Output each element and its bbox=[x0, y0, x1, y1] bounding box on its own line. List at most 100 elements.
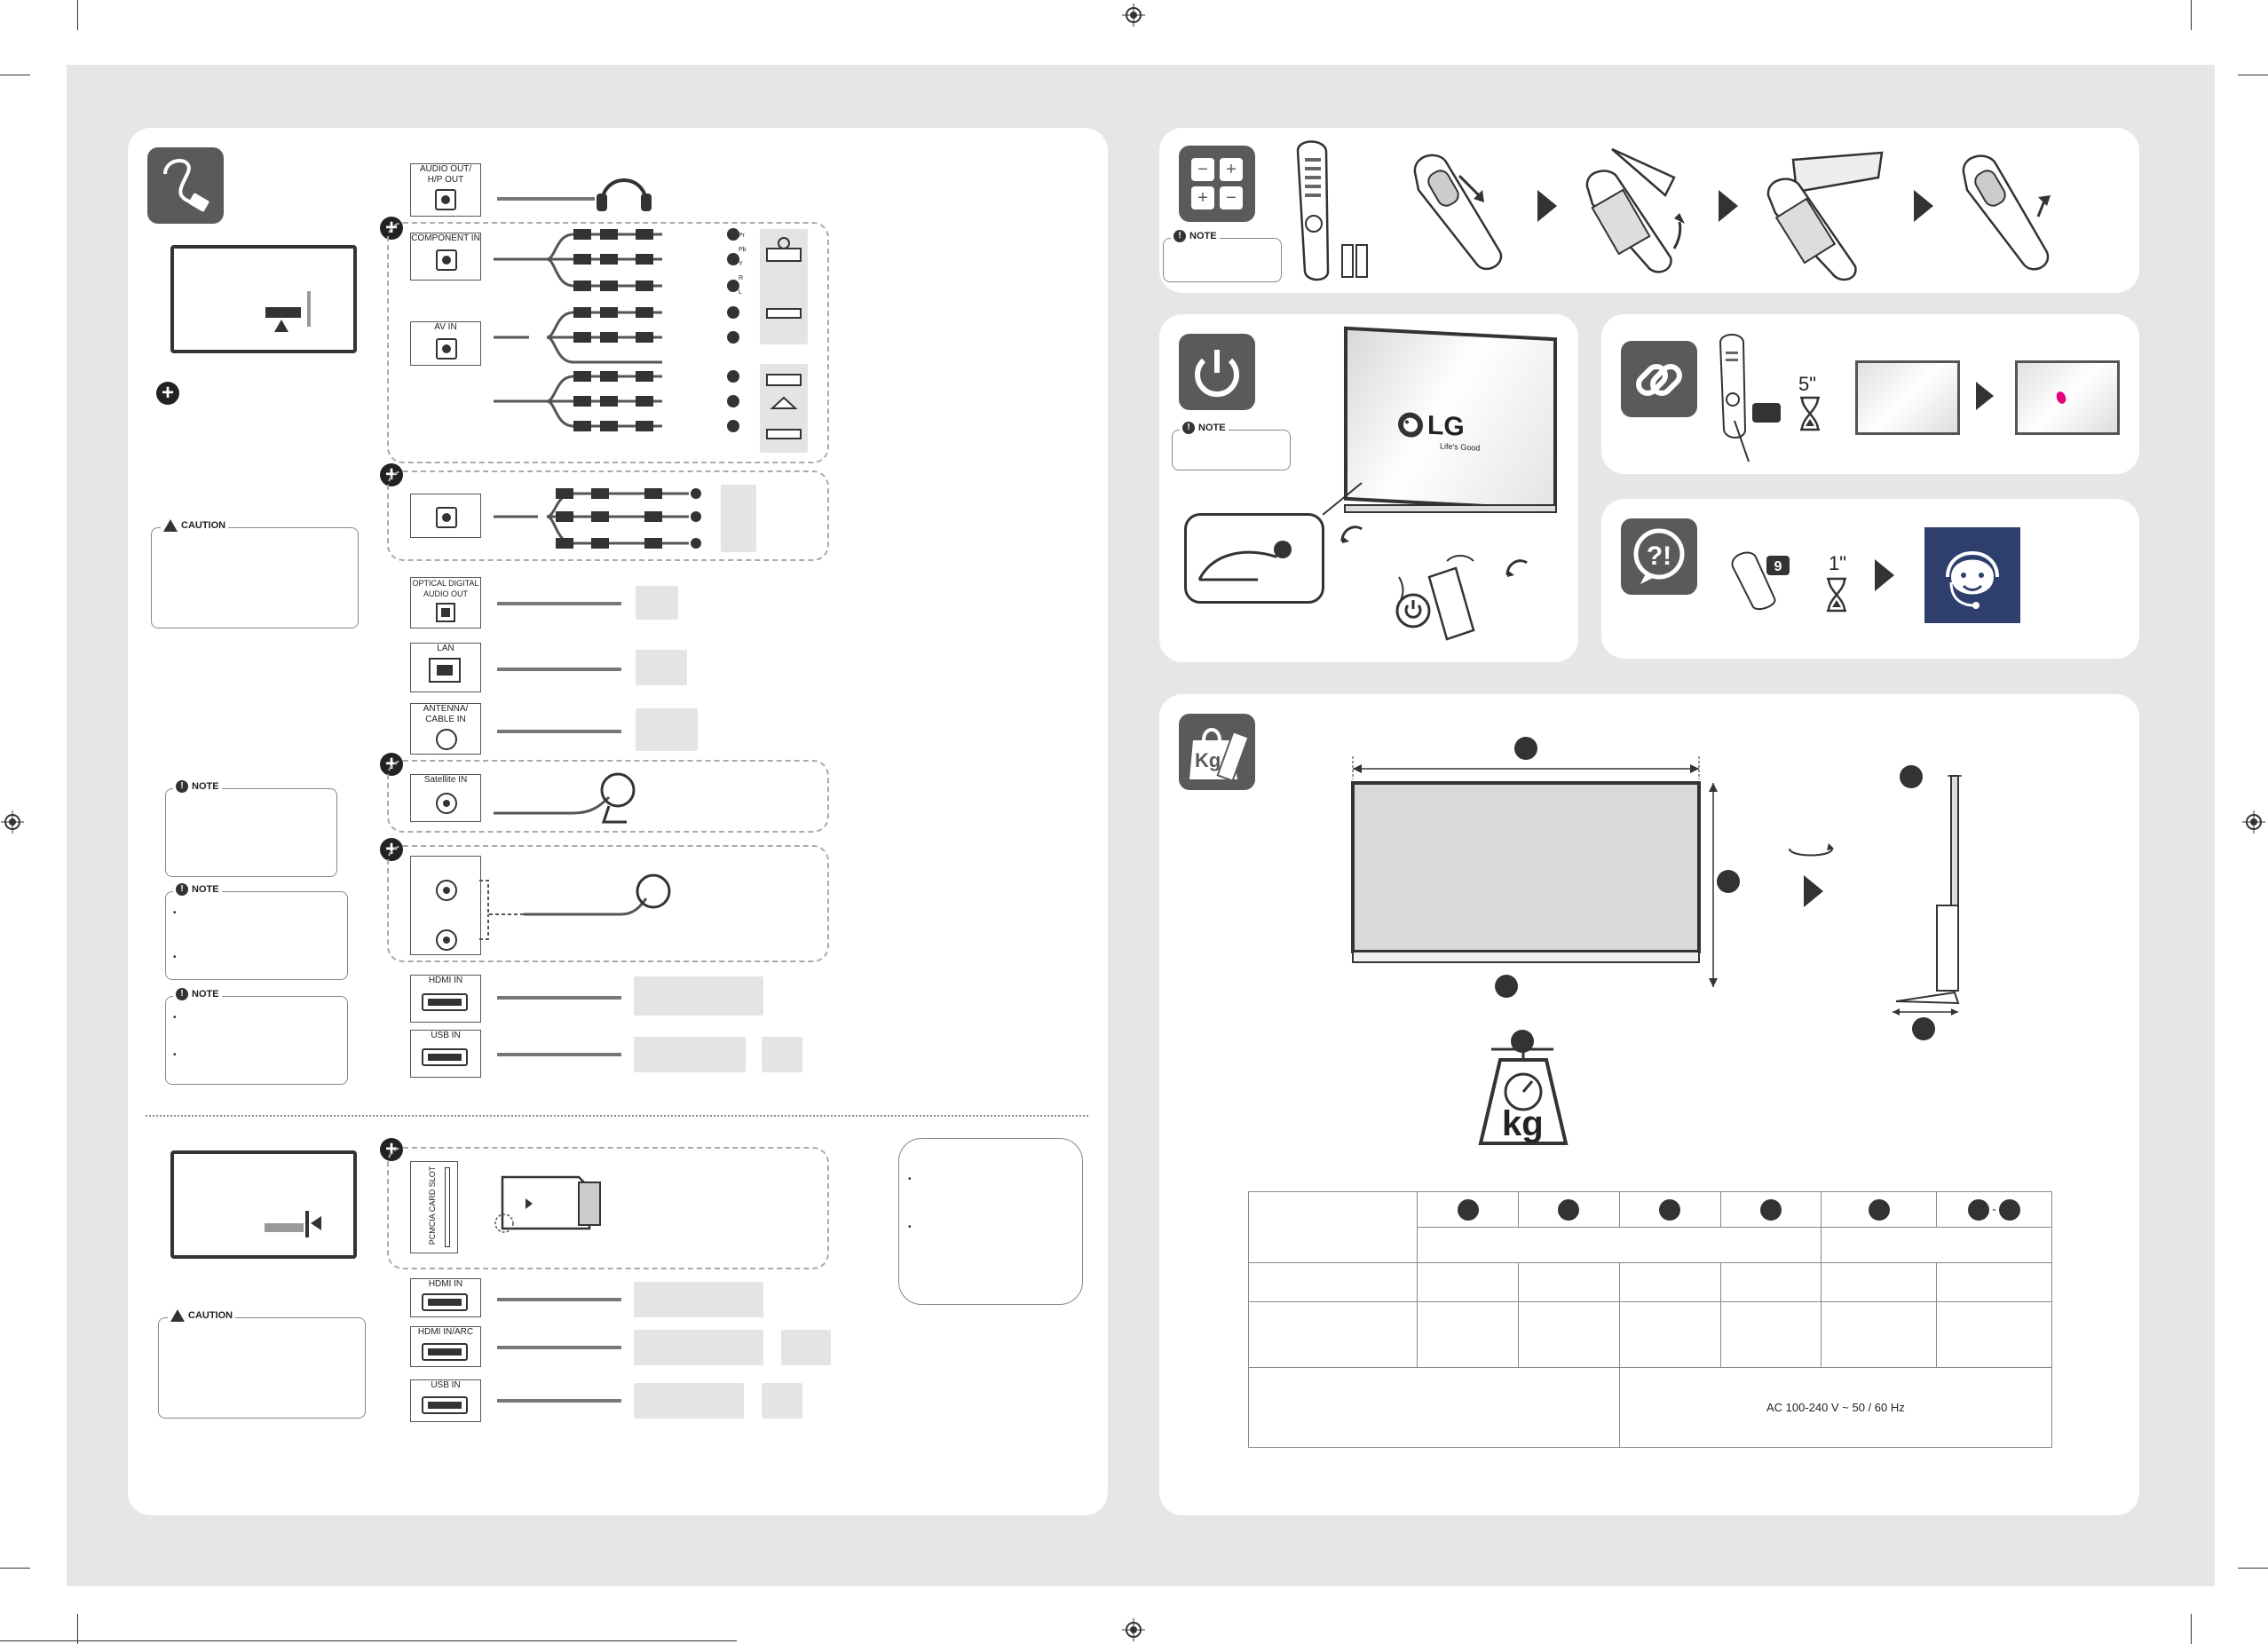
remote-power-icon bbox=[1395, 555, 1475, 641]
hdmi-cable bbox=[497, 996, 621, 1000]
dimension-badge-e bbox=[1912, 1017, 1935, 1040]
arrow-right-icon bbox=[1719, 190, 1738, 222]
registration-mark bbox=[1122, 1618, 1145, 1641]
usb-devices bbox=[634, 1037, 746, 1072]
magic-remote-icon bbox=[1296, 140, 1368, 281]
callout-line bbox=[1323, 482, 1363, 516]
jack-labels: Pr Pb Y R L bbox=[739, 233, 747, 296]
headphone-cable bbox=[497, 197, 595, 201]
crop-mark bbox=[77, 0, 78, 30]
dimension-badge-d bbox=[1900, 765, 1923, 788]
hourglass-icon bbox=[1800, 396, 1820, 431]
remote-pairing-icon bbox=[1719, 334, 1781, 462]
bullet: • bbox=[173, 1050, 177, 1060]
pcmcia-slot: PCMCIA CARD SLOT bbox=[410, 1161, 458, 1253]
plus-icon: + bbox=[156, 382, 179, 405]
registration-mark bbox=[1122, 4, 1145, 27]
usb-in-port: USB IN bbox=[410, 1030, 481, 1078]
satellite-port: Satellite IN bbox=[410, 774, 481, 822]
ci-module-icon bbox=[494, 1175, 601, 1233]
antenna-cable bbox=[497, 730, 621, 733]
crop-mark bbox=[2191, 1614, 2192, 1644]
rca-cable-diagram bbox=[494, 228, 739, 432]
crop-mark bbox=[77, 1614, 78, 1644]
weight-scale-icon bbox=[1478, 1047, 1569, 1145]
satellite-dish-icon bbox=[479, 873, 671, 940]
note-heading: !NOTE bbox=[1171, 230, 1220, 242]
hourglass-icon bbox=[1827, 577, 1846, 613]
crop-line bbox=[0, 1640, 737, 1641]
cable-icon bbox=[147, 147, 224, 224]
usb-stick-icon bbox=[762, 1037, 802, 1072]
av-device-group bbox=[760, 364, 808, 453]
note-box: !NOTE bbox=[1172, 422, 1291, 470]
wait-1-label: 1" bbox=[1829, 552, 1847, 574]
arrow-up-icon bbox=[274, 320, 288, 332]
note-box: !NOTE bbox=[1163, 230, 1282, 282]
tv-before-icon bbox=[1855, 360, 1960, 435]
note-heading: !NOTE bbox=[1180, 422, 1229, 434]
note-box: !NOTE bbox=[165, 780, 337, 877]
svg-text:+: + bbox=[1226, 160, 1237, 179]
help-icon: ?! bbox=[1621, 518, 1697, 595]
hdmi-in-port: HDMI IN bbox=[410, 975, 481, 1023]
tv-front-dimensions bbox=[1351, 756, 1718, 987]
power-button-closeup bbox=[1184, 513, 1324, 604]
hdmi-devices bbox=[634, 1282, 763, 1317]
caution-box: CAUTION bbox=[151, 519, 359, 628]
weight-bag-icon: Kg bbox=[1179, 714, 1255, 790]
lan-cable bbox=[497, 668, 621, 671]
wait-5-label: 5" bbox=[1798, 373, 1817, 395]
crop-mark bbox=[2191, 0, 2192, 30]
registration-mark bbox=[2242, 810, 2265, 834]
port-indicator bbox=[265, 1223, 304, 1232]
exclamation-icon: ! bbox=[176, 988, 188, 1000]
pcmcia-group bbox=[387, 1147, 829, 1269]
dimension-badge bbox=[1659, 1198, 1681, 1221]
usb-devices bbox=[634, 1383, 744, 1419]
hdmi-devices bbox=[634, 976, 763, 1016]
bullet: • bbox=[173, 908, 177, 918]
lg-logo-mark bbox=[1398, 412, 1423, 438]
av-device-group bbox=[760, 229, 808, 344]
tv-back-diagram bbox=[170, 245, 357, 353]
dimension-badge bbox=[1759, 1198, 1782, 1221]
lan-port: LAN bbox=[410, 643, 481, 692]
audio-out-port: AUDIO OUT/ H/P OUT bbox=[410, 163, 481, 217]
note-box: !NOTE • • bbox=[165, 988, 348, 1085]
dimension-badge-b bbox=[1717, 870, 1740, 893]
exclamation-icon: ! bbox=[176, 780, 188, 793]
hdmi-arc-port: HDMI IN/ARC bbox=[410, 1326, 481, 1367]
arrow-right-icon bbox=[1976, 382, 1994, 410]
hdmi-cable bbox=[497, 1298, 621, 1301]
usb-stick-icon bbox=[762, 1383, 802, 1419]
rca-adapter-diagram bbox=[494, 488, 701, 549]
bullet: • bbox=[173, 952, 177, 962]
tv-side-diagram bbox=[170, 1150, 357, 1259]
tv-stand bbox=[1344, 504, 1557, 513]
house-antenna-icon bbox=[636, 708, 698, 751]
hdmi-devices bbox=[634, 1330, 763, 1365]
dual-satellite-port bbox=[410, 856, 481, 955]
caution-box: CAUTION bbox=[158, 1309, 366, 1419]
hdmi-arc-cable bbox=[497, 1346, 621, 1349]
lg-logo: LG bbox=[1397, 409, 1465, 443]
component-in-port: COMPONENT IN bbox=[410, 233, 481, 281]
usb-cable bbox=[497, 1053, 621, 1056]
tv-after-icon bbox=[2015, 360, 2120, 435]
arrow-right-icon bbox=[1537, 190, 1557, 222]
exclamation-icon: ! bbox=[176, 883, 188, 896]
rotate-icon bbox=[1789, 843, 1834, 907]
note-heading: !NOTE bbox=[173, 883, 222, 896]
remote-number-icon: 9 bbox=[1731, 551, 1790, 611]
note-heading: !NOTE bbox=[173, 988, 222, 1000]
component-av-group bbox=[387, 222, 829, 463]
dimension-badge bbox=[1457, 1198, 1479, 1221]
caution-heading: CAUTION bbox=[168, 1309, 236, 1322]
satellite-group bbox=[387, 760, 829, 833]
antenna-port: ANTENNA/ CABLE IN bbox=[410, 703, 481, 755]
caution-heading: CAUTION bbox=[161, 519, 229, 532]
av-in-port: AV IN bbox=[410, 321, 481, 366]
speaker-icon bbox=[636, 586, 678, 620]
remote-cover-step-icon bbox=[1585, 147, 1685, 273]
